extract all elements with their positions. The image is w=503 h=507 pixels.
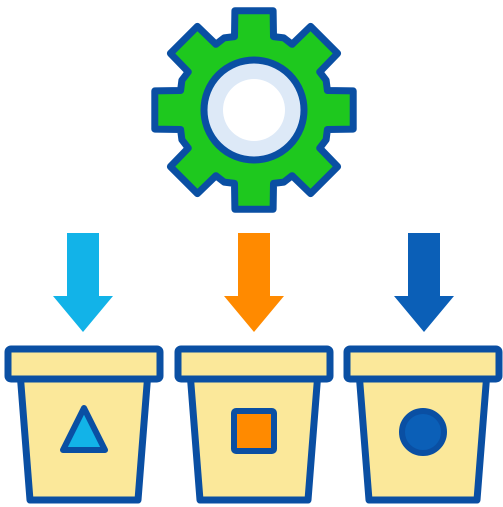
bin-square: [174, 345, 334, 504]
arrow-down-orange-icon: [224, 233, 284, 332]
bins-group: [4, 345, 503, 504]
arrow-down-light-blue-icon: [53, 233, 113, 332]
bin-triangle: [4, 345, 164, 504]
square-icon: [231, 408, 277, 454]
arrows-group: [53, 233, 454, 332]
triangle-icon: [60, 405, 108, 453]
bin-rim: [4, 345, 164, 383]
arrow-shape: [53, 233, 113, 332]
arrow-shape: [394, 233, 454, 332]
circle-icon: [399, 408, 447, 456]
arrow-shape: [224, 233, 284, 332]
arrow-down-dark-blue-icon: [394, 233, 454, 332]
bin-circle: [343, 345, 503, 504]
bin-rim: [343, 345, 503, 383]
gear-hole: [223, 79, 285, 141]
bin-rim: [174, 345, 334, 383]
gear-icon: [151, 7, 357, 213]
